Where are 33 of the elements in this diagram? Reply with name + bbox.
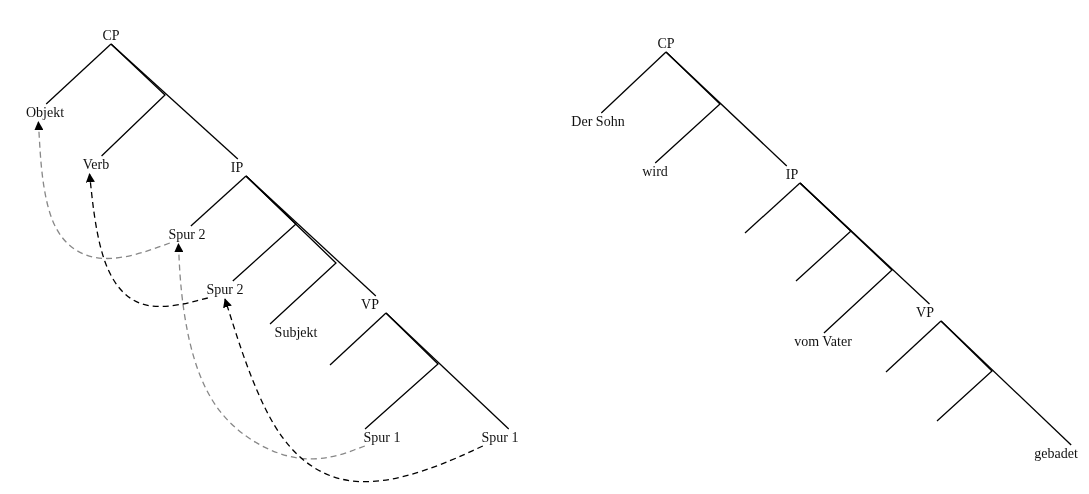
tree-label: Der Sohn bbox=[568, 114, 628, 130]
tree-label: Spur 1 bbox=[360, 430, 404, 446]
tree-label: gebadet bbox=[1031, 446, 1081, 462]
tree-label: CP bbox=[99, 28, 123, 44]
movement-arrow bbox=[34, 121, 171, 260]
tree-branch-line bbox=[245, 175, 377, 297]
tree-branch-line bbox=[190, 175, 247, 227]
tree-branch-line bbox=[600, 51, 667, 114]
tree-label: vom Vater bbox=[791, 334, 855, 350]
tree-branch-line bbox=[744, 182, 801, 234]
movement-arrow bbox=[174, 243, 366, 460]
movement-arrow bbox=[223, 298, 484, 483]
tree-branch-line bbox=[110, 43, 239, 160]
tree-label: CP bbox=[654, 36, 678, 52]
tree-branch-line bbox=[940, 320, 1072, 446]
tree-branch-line bbox=[385, 312, 510, 430]
tree-label: IP bbox=[227, 160, 247, 176]
tree-label: VP bbox=[913, 305, 937, 321]
tree-label: Verb bbox=[79, 157, 113, 173]
tree-label: IP bbox=[782, 167, 802, 183]
tree-label: Spur 1 bbox=[478, 430, 522, 446]
tree-branch-line bbox=[45, 43, 112, 105]
tree-label: Spur 2 bbox=[165, 227, 209, 243]
tree-branch-line bbox=[799, 182, 931, 305]
movement-arrow bbox=[85, 173, 209, 308]
tree-branch-line bbox=[329, 312, 387, 366]
tree-label: Spur 2 bbox=[203, 282, 247, 298]
tree-branch-line bbox=[665, 51, 788, 167]
tree-label: Objekt bbox=[22, 105, 68, 121]
tree-label: wird bbox=[639, 164, 671, 180]
tree-branch-line bbox=[885, 320, 942, 373]
tree-label: VP bbox=[358, 297, 382, 313]
tree-label: Subjekt bbox=[271, 325, 321, 341]
